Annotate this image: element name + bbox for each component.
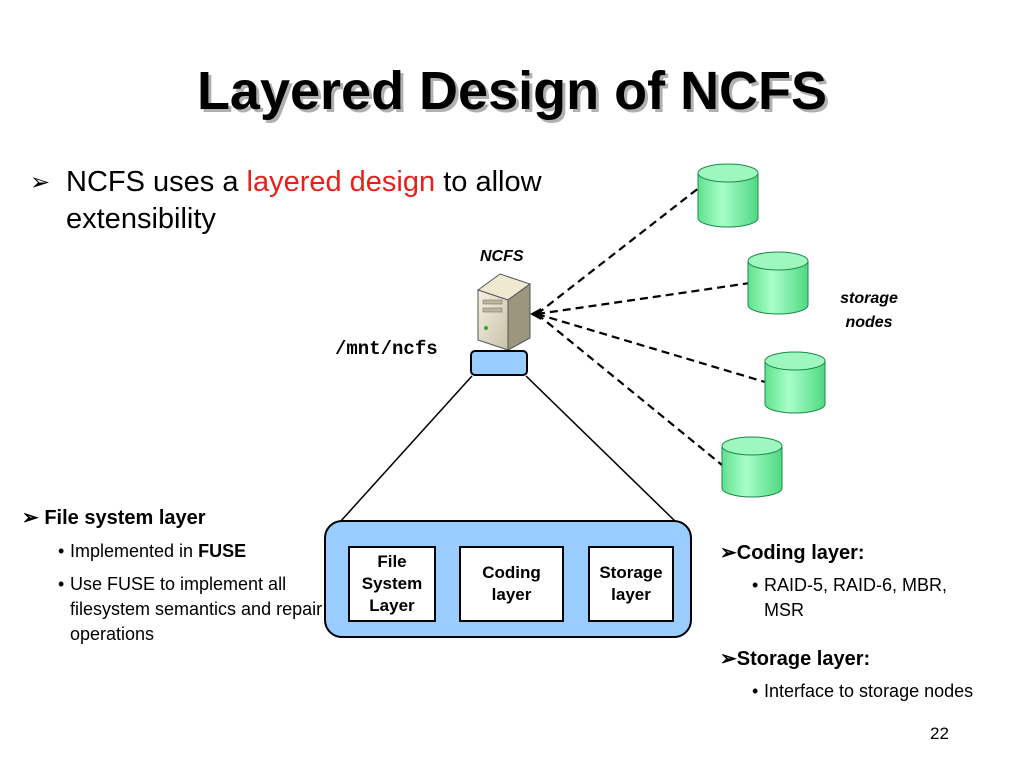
mount-point-label: /mnt/ncfs [335,338,438,360]
storage-node-2 [747,251,809,315]
main-bullet-suffix: to allow extensibility [66,166,542,235]
storage-nodes-label: storage nodes [840,290,898,331]
coding-layer-box: Coding layer [459,546,564,622]
file-system-heading: ➢ File system layer [22,507,206,529]
arrow-bullet-icon: ➢ [30,169,51,196]
link-node-1 [536,186,701,315]
main-bullet-prefix: NCFS uses a [66,166,247,198]
page-number: 22 [930,724,949,743]
bullet-dot-icon: • [752,575,759,595]
file-system-bullet-2: •Use FUSE to implement all filesystem se… [58,574,323,644]
bullet-dot-icon: • [58,541,65,561]
bullet-dot-icon: • [752,681,759,701]
arrow-bullet-icon: ➢ [22,507,39,529]
coding-heading: ➢Coding layer: [720,542,865,564]
storage-bullet-1: •Interface to storage nodes [752,679,992,704]
expand-line-left [339,375,473,523]
main-bullet-highlight: layered design [246,166,436,198]
mount-point-box [470,350,528,376]
slide-title: Layered Design of NCFS [196,61,828,121]
dashed-links [536,186,766,466]
ncfs-label: NCFS [480,248,524,265]
link-node-4 [536,313,723,466]
storage-node-1 [697,163,759,228]
bullet-dot-icon: • [58,574,65,594]
storage-node-4 [721,436,783,498]
storage-heading: ➢Storage layer: [720,648,871,670]
storage-layer-box: Storage layer [588,546,674,622]
server-icon [476,273,532,351]
expand-line-right [525,375,677,523]
file-system-layer-box: File System Layer [348,546,436,622]
storage-node-3 [764,351,826,414]
arrow-bullet-icon: ➢ [720,648,737,670]
arrow-bullet-icon: ➢ [720,542,737,564]
link-arrowhead [530,308,541,320]
coding-bullet-1: •RAID-5, RAID-6, MBR, MSR [752,575,948,620]
link-node-3 [536,312,766,384]
link-node-2 [536,281,751,316]
main-bullet-text: NCFS uses a layered design to allow exte… [66,164,566,238]
file-system-bullet-1: •Implemented in FUSE [58,539,328,564]
